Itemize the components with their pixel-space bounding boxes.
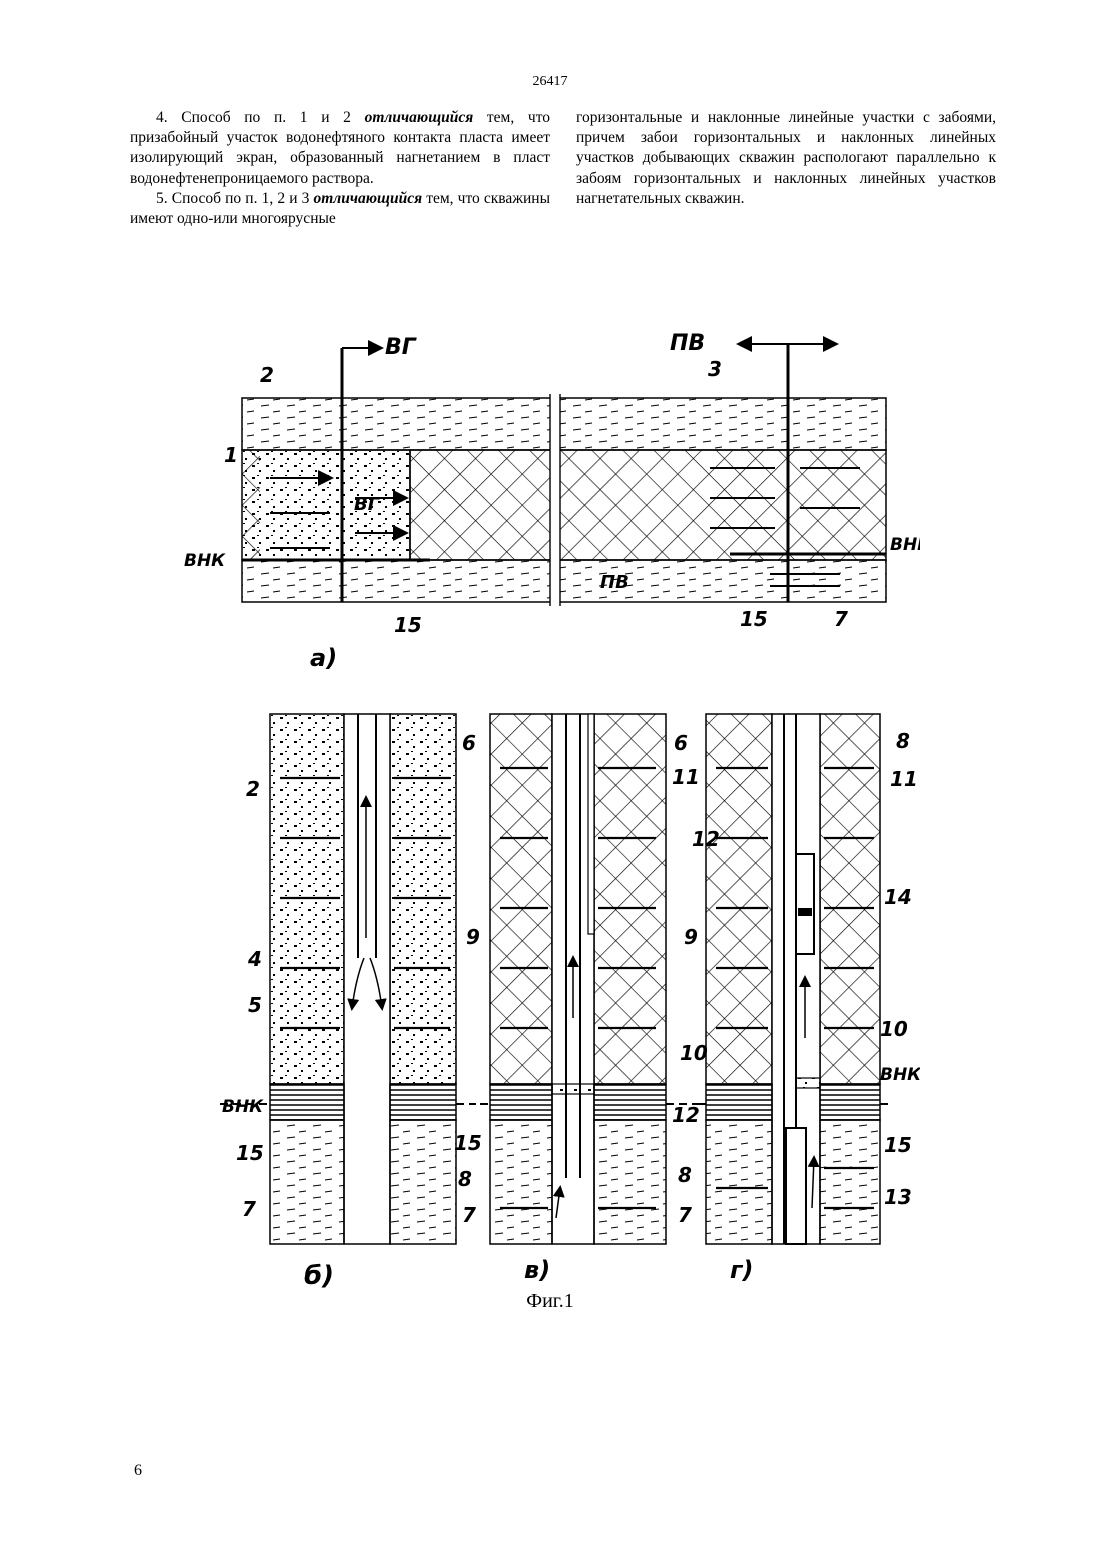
label-vnk-right: ВНК — [890, 535, 920, 555]
figure-1: ВГ ПВ ВГ ПВ ВНК ВНК 1 2 3 15 15 7 а) — [180, 318, 920, 1318]
callout-v-15: 15 — [454, 1131, 482, 1155]
callout-b-15: 15 — [236, 1141, 264, 1165]
callout-b-5: 5 — [248, 993, 262, 1017]
label-vg-inlet: ВГ — [385, 335, 417, 360]
panel-g-label: г) — [730, 1256, 754, 1284]
claim-5-continuation: горизонтальные и наклонные линейные учас… — [576, 108, 996, 209]
label-vg-inner: ВГ — [354, 494, 381, 515]
claim-4-emphasis: отличающийся — [365, 109, 474, 126]
panel-b: ВНК 2 4 5 6 15 7 б) — [220, 714, 476, 1291]
callout-b-2: 2 — [246, 777, 260, 801]
gas-injection-zone — [242, 450, 410, 560]
label-vnk-b: ВНК — [222, 1097, 264, 1117]
callout-15-b: 15 — [740, 607, 768, 631]
text-column-right: горизонтальные и наклонные линейные учас… — [576, 108, 996, 209]
panel-a: ВГ ПВ ВГ ПВ ВНК ВНК 1 2 3 15 15 7 а) — [184, 331, 920, 672]
text-column-left: 4. Способ по п. 1 и 2 отличающийся тем, … — [130, 108, 550, 229]
callout-g-11: 11 — [890, 767, 918, 791]
claim-4: 4. Способ по п. 1 и 2 отличающийся тем, … — [130, 108, 550, 189]
callout-7: 7 — [834, 607, 848, 631]
panel-g: 8 11 12 14 9 10 ВНК 15 8 13 7 г) — [678, 714, 920, 1284]
label-pv-outlet: ПВ — [670, 331, 705, 356]
callout-g-8-top: 8 — [896, 729, 910, 753]
callout-v-10: 10 — [680, 1041, 708, 1065]
claim-5: 5. Способ по п. 1, 2 и 3 отличающийся те… — [130, 189, 550, 229]
callout-v-11: 11 — [672, 765, 700, 789]
callout-g-15: 15 — [884, 1133, 912, 1157]
callout-b-4: 4 — [247, 947, 262, 971]
figure-caption: Фиг.1 — [0, 1290, 1100, 1313]
label-pv-inner: ПВ — [600, 572, 629, 593]
callout-v-8: 8 — [458, 1167, 472, 1191]
callout-g-10: 10 — [880, 1017, 908, 1041]
claim-5-emphasis: отличающийся — [313, 190, 422, 207]
callout-g-9: 9 — [684, 925, 698, 949]
well-bore-b — [344, 714, 390, 1244]
callout-b-6: 6 — [462, 731, 476, 755]
panel-b-label: б) — [304, 1261, 334, 1291]
packer-14 — [796, 854, 814, 954]
figure-1-drawing: ВГ ПВ ВГ ПВ ВНК ВНК 1 2 3 15 15 7 а) — [180, 318, 920, 1318]
callout-g-13: 13 — [884, 1185, 912, 1209]
oil-zone — [410, 450, 886, 560]
callout-g-14: 14 — [884, 885, 912, 909]
callout-15-a: 15 — [394, 613, 422, 637]
callout-v-9: 9 — [466, 925, 480, 949]
document-number: 26417 — [0, 74, 1100, 90]
callout-b-7: 7 — [242, 1197, 256, 1221]
label-vnk-left: ВНК — [184, 551, 226, 571]
pump-13 — [786, 1128, 806, 1244]
page-number: 6 — [134, 1462, 142, 1480]
callout-g-7: 7 — [678, 1203, 692, 1227]
callout-1: 1 — [224, 443, 238, 467]
callout-v-7: 7 — [462, 1203, 476, 1227]
callout-2: 2 — [260, 363, 274, 387]
panel-v-label: в) — [524, 1256, 550, 1284]
panel-v: 6 11 9 10 12 15 8 7 в) — [454, 714, 708, 1284]
panel-a-label: а) — [310, 644, 337, 672]
callout-3: 3 — [708, 357, 722, 381]
callout-v-12: 12 — [672, 1103, 700, 1127]
callout-g-8-bottom: 8 — [678, 1163, 692, 1187]
callout-v-6: 6 — [674, 731, 688, 755]
callout-g-12: 12 — [692, 827, 720, 851]
label-vnk-g: ВНК — [880, 1065, 920, 1085]
